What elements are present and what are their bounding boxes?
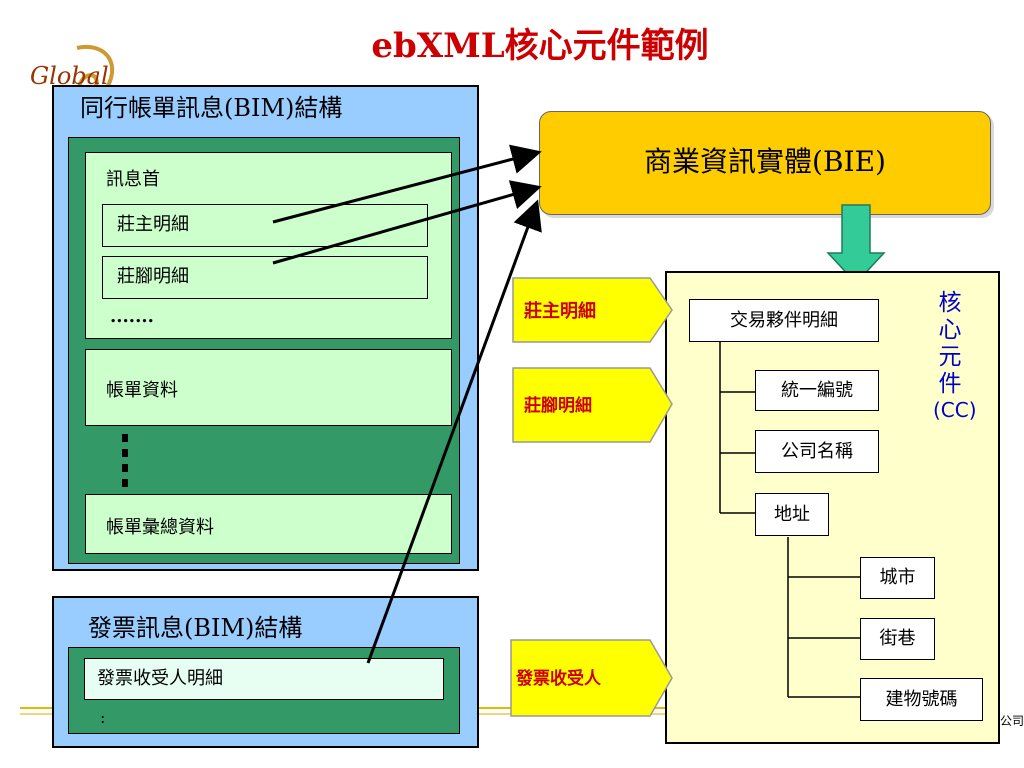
message-header-label: 訊息首	[106, 169, 160, 190]
cc-label-char-3: 元	[938, 344, 962, 370]
tag-invoice-recipient-label: 發票收受人	[515, 668, 602, 689]
tag-invoice-recipient: 發票收受人	[510, 639, 673, 717]
cc-node-building-number: 建物號碼	[860, 678, 983, 721]
vertical-ellipsis	[122, 434, 128, 487]
invoice-colon: :	[100, 708, 106, 727]
bill-data-section: 帳單資料	[85, 349, 452, 426]
cc-node-city: 城市	[860, 557, 935, 599]
header-item-farmer: 莊腳明細	[102, 256, 428, 299]
cc-label-char-1: 核	[938, 290, 962, 316]
footer-fragment: 公司	[1000, 714, 1024, 728]
bill-summary-label: 帳單彙總資料	[106, 517, 214, 538]
slide-title: ebXML核心元件範例	[371, 26, 709, 66]
invoice-structure-title: 發票訊息(BIM)結構	[88, 614, 303, 642]
bie-box: 商業資訊實體(BIE)	[539, 111, 991, 215]
cc-node-street: 街巷	[860, 618, 935, 660]
core-component-panel	[665, 271, 1000, 744]
cc-node-company-name: 公司名稱	[755, 430, 879, 473]
bill-summary-section: 帳單彙總資料	[85, 494, 452, 554]
message-header-section: 訊息首 莊主明細 莊腳明細 .......	[85, 152, 452, 339]
tag-owner-detail: 莊主明細	[512, 277, 673, 343]
tag-farmer-detail-label: 莊腳明細	[524, 395, 592, 416]
down-arrow	[826, 204, 886, 285]
header-item-owner: 莊主明細	[102, 204, 428, 247]
cc-node-trading-partner: 交易夥伴明細	[689, 299, 879, 342]
cc-label-char-2: 心	[938, 317, 962, 343]
tag-owner-detail-label: 莊主明細	[524, 300, 596, 322]
invoice-recipient-row: 發票收受人明細	[84, 658, 444, 700]
cc-node-address: 地址	[755, 493, 829, 536]
cc-node-tax-id: 統一編號	[755, 370, 879, 411]
header-ellipsis: .......	[110, 306, 154, 327]
cc-tree-connectors	[719, 342, 860, 698]
bill-data-label: 帳單資料	[106, 380, 178, 401]
bim-structure-title: 同行帳單訊息(BIM)結構	[80, 94, 343, 122]
tag-farmer-detail: 莊腳明細	[512, 367, 673, 443]
cc-label-char-4: 件	[938, 371, 962, 397]
